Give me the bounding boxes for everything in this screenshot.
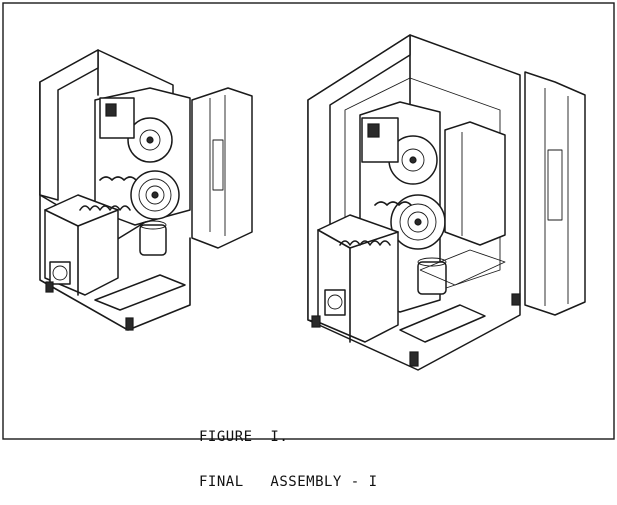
right-pump <box>417 261 447 295</box>
right-foot-1 <box>311 315 321 328</box>
right-motor-block <box>361 117 399 163</box>
left-foot-1 <box>45 281 54 293</box>
left-cabinet <box>39 49 253 331</box>
figure-caption: FIGURE I. FINAL ASSEMBLY - I <box>199 400 378 505</box>
assembly-drawing <box>2 2 615 440</box>
left-open-door <box>191 87 253 249</box>
right-foot-2 <box>409 351 419 367</box>
right-power-unit <box>317 214 399 343</box>
left-tray <box>94 274 186 311</box>
right-hose <box>339 240 391 246</box>
figure-frame <box>2 2 615 440</box>
right-fan-grille <box>324 289 346 316</box>
left-pump <box>139 224 167 256</box>
right-foot-3 <box>511 293 521 306</box>
right-tray <box>399 304 486 343</box>
border-frame <box>2 2 615 440</box>
left-foot-2 <box>125 317 134 331</box>
right-swing-panel <box>444 121 506 246</box>
right-cabinet <box>307 34 586 371</box>
right-open-door <box>524 71 586 316</box>
caption-title: FINAL ASSEMBLY - I <box>199 474 378 490</box>
left-hose <box>79 205 131 211</box>
caption-figure-number: FIGURE I. <box>199 429 289 445</box>
left-motor-block <box>99 97 135 139</box>
